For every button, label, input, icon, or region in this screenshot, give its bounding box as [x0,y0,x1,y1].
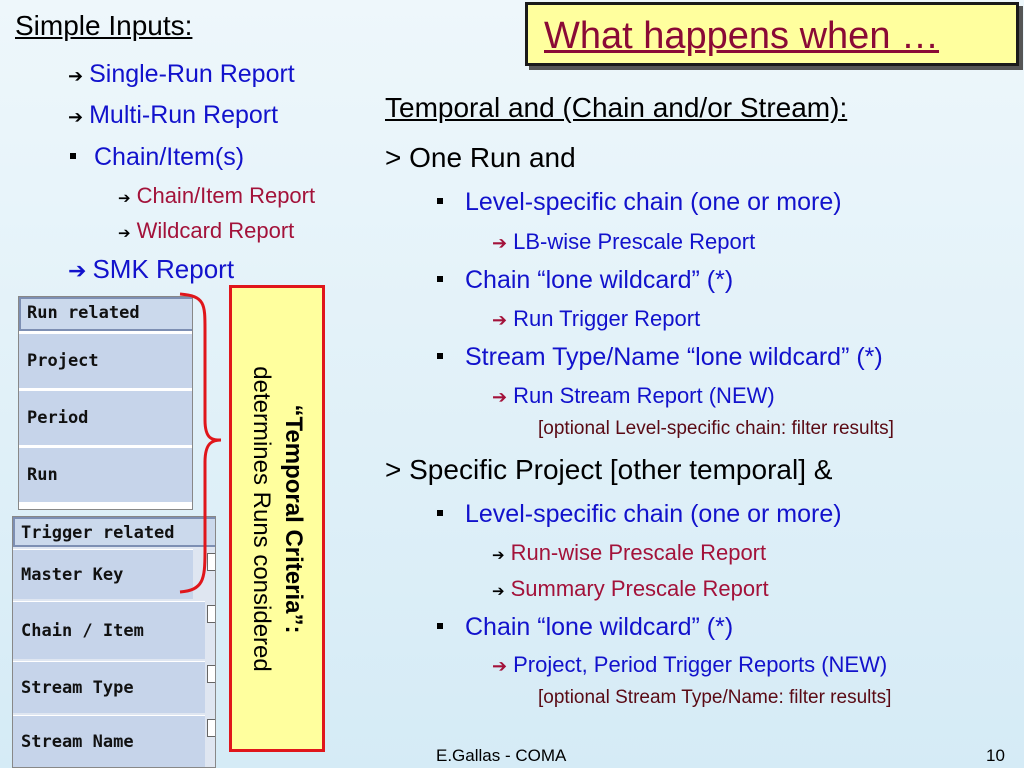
stream-name-input[interactable] [207,719,215,737]
temporal-criteria-title: “Temporal Criteria”: [280,404,307,633]
temporal-criteria-box: “Temporal Criteria”: determines Runs con… [229,285,325,752]
run-related-header: Run related [19,297,192,331]
arrow-icon: ➔ [68,107,84,127]
g2-arrow-3: ➔Project, Period Trigger Reports (NEW) [492,652,888,677]
list-item-chain-items: Chain/Item(s) [68,143,244,172]
form-row-chain-item[interactable]: Chain / Item [13,601,205,659]
g2-bullet-1: Level-specific chain (one or more) [437,500,842,529]
bullet-icon [437,509,443,516]
list-item-multi-run: ➔Multi-Run Report [68,101,279,129]
g1-arrow-2: ➔Run Trigger Report [492,306,701,331]
arrow-icon: ➔ [118,225,131,242]
bullet-icon [437,622,443,629]
g2-note: [optional Stream Type/Name: filter resul… [538,687,892,708]
arrow-icon: ➔ [492,656,508,676]
form-row-run[interactable]: Run [19,447,192,502]
right-heading: Temporal and (Chain and/or Stream): [385,92,848,123]
arrow-icon: ➔ [68,66,84,86]
footer-author: E.Gallas - COMA [436,746,567,765]
g2-bullet-2: Chain “lone wildcard” (*) [437,613,733,642]
g1-arrow-3: ➔Run Stream Report (NEW) [492,383,775,408]
form-row-period[interactable]: Period [19,390,192,445]
bullet-icon [437,352,443,359]
arrow-icon: ➔ [492,387,508,407]
bullet-icon [437,275,443,282]
run-related-panel: Run related Project Period Run [18,296,193,510]
list-item-chain-item-report: ➔Chain/Item Report [118,183,316,208]
form-row-stream-type[interactable]: Stream Type [13,661,205,713]
list-item-smk-report: ➔SMK Report [68,254,235,284]
g2-arrow-2: ➔Summary Prescale Report [492,576,769,601]
g1-bullet-1: Level-specific chain (one or more) [437,188,842,217]
list-item-wildcard-report: ➔Wildcard Report [118,218,295,243]
arrow-icon: ➔ [492,233,508,253]
arrow-icon: ➔ [492,583,505,600]
g1-bullet-2: Chain “lone wildcard” (*) [437,266,733,295]
stream-type-input[interactable] [207,665,215,683]
arrow-icon: ➔ [492,310,508,330]
arrow-icon: ➔ [68,258,87,283]
temporal-criteria-text: “Temporal Criteria”: determines Runs con… [245,289,309,749]
arrow-icon: ➔ [118,190,131,207]
bullet-icon [70,152,76,159]
group2-title: > Specific Project [other temporal] & [385,454,833,485]
g1-bullet-3: Stream Type/Name “lone wildcard” (*) [437,343,883,372]
curly-brace [179,292,222,594]
footer-page-number: 10 [986,746,1005,765]
trigger-related-header: Trigger related [13,517,215,547]
g1-note: [optional Level-specific chain: filter r… [538,418,894,439]
form-row-master-key[interactable]: Master Key [13,549,193,599]
arrow-icon: ➔ [492,547,505,564]
form-row-project[interactable]: Project [19,333,192,388]
master-key-input[interactable] [207,553,215,571]
group1-title: > One Run and [385,142,576,173]
trigger-related-panel: Trigger related Master Key Chain / Item … [12,516,216,768]
g1-arrow-1: ➔LB-wise Prescale Report [492,229,756,254]
g2-arrow-1: ➔Run-wise Prescale Report [492,540,767,565]
left-heading: Simple Inputs: [15,10,193,41]
chain-item-input[interactable] [207,605,215,623]
slide-title: What happens when … [544,15,940,57]
list-item-single-run: ➔Single-Run Report [68,60,295,88]
bullet-icon [437,197,443,204]
form-row-stream-name[interactable]: Stream Name [13,715,205,767]
title-box: What happens when … [525,2,1019,66]
temporal-criteria-subtitle: determines Runs considered [248,365,275,672]
